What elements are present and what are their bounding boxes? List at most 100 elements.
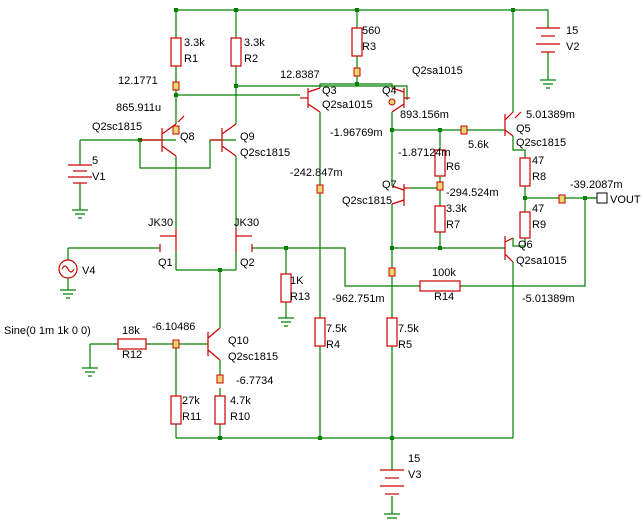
- q6-model: Q2sa1015: [516, 255, 567, 267]
- r13-ref: R13: [290, 291, 310, 303]
- r6-ref: R6: [446, 161, 460, 173]
- r12-value: 18k: [122, 325, 140, 337]
- resistor-r7: [434, 205, 446, 233]
- q5-model: Q2sc1815: [516, 137, 566, 149]
- q1-type: JK30: [148, 217, 173, 229]
- r3-ref: R3: [362, 41, 376, 53]
- r1-ref: R1: [184, 53, 198, 65]
- transistor-q8: [140, 115, 185, 157]
- battery-v2: [536, 27, 560, 75]
- voltage-probes: [172, 67, 566, 384]
- q3-model: Q2sa1015: [322, 99, 373, 111]
- node-q7-voltage: -294.524m: [446, 187, 499, 199]
- r2-value: 3.3k: [244, 37, 265, 49]
- resistor-r10: [214, 395, 226, 425]
- ground-symbols: [60, 79, 556, 519]
- node-q10e-voltage: -6.7734: [236, 375, 273, 387]
- node-vout-voltage: -39.2087m: [570, 179, 623, 191]
- v2-ref: V2: [566, 41, 579, 53]
- transistor-q10: [207, 327, 221, 361]
- battery-v3: [380, 462, 404, 495]
- q4-model: Q2sa1015: [412, 65, 463, 77]
- node-q10b-voltage: -6.10486: [152, 321, 195, 333]
- q7-ref: Q7: [382, 179, 397, 191]
- v3-ref: V3: [408, 469, 421, 481]
- r5-value: 7.5k: [398, 323, 419, 335]
- resistor-r5: [386, 317, 398, 347]
- transistor-q5: [504, 111, 522, 137]
- resistor-r8: [519, 157, 531, 187]
- r6-value: 5.6k: [468, 139, 489, 151]
- node-q4c-voltage: -1.96769m: [330, 127, 383, 139]
- r14-ref: R14: [434, 291, 454, 303]
- vout-label: VOUT: [610, 194, 641, 206]
- resistor-r3: [351, 27, 363, 57]
- resistor-r9: [519, 211, 531, 239]
- r12-ref: R12: [122, 349, 142, 361]
- q2-type: JK30: [234, 217, 259, 229]
- q2-ref: Q2: [240, 257, 255, 269]
- r2-ref: R2: [244, 53, 258, 65]
- r11-value: 27k: [182, 395, 200, 407]
- sine-source-v4: [58, 259, 78, 279]
- r8-value: 47: [532, 155, 544, 167]
- resistor-r14: [419, 280, 461, 292]
- node-q5b-voltage: 893.156m: [400, 109, 449, 121]
- r7-ref: R7: [446, 219, 460, 231]
- q7-model: Q2sc1815: [342, 195, 392, 207]
- resistor-r12: [117, 338, 147, 350]
- node-q5e-voltage: 5.01389m: [526, 109, 575, 121]
- resistor-r11: [170, 395, 182, 425]
- q8-ref: Q8: [180, 131, 195, 143]
- q5-ref: Q5: [516, 123, 531, 135]
- transistor-q9: [210, 123, 237, 157]
- r7-value: 3.3k: [446, 203, 467, 215]
- labels: 3.3k R1 3.3k R2 560 R3 15 V2 12.1771 12.…: [4, 25, 641, 481]
- r13-value: 1K: [290, 275, 304, 287]
- node-r1-voltage: 12.1771: [118, 75, 158, 87]
- r9-ref: R9: [532, 219, 546, 231]
- q3-ref: Q3: [322, 85, 337, 97]
- resistor-r13: [280, 273, 292, 303]
- transistor-q6: [504, 236, 514, 263]
- node-q8-voltage: 865.911u: [116, 102, 161, 114]
- transistor-q7: [391, 184, 410, 206]
- battery-v1: [68, 164, 92, 184]
- r8-ref: R8: [532, 171, 546, 183]
- v2-value: 15: [566, 25, 578, 37]
- transistor-q3: [300, 87, 321, 113]
- r10-value: 4.7k: [230, 395, 251, 407]
- resistor-r1: [170, 37, 182, 67]
- q10-ref: Q10: [228, 335, 249, 347]
- node-q3-voltage: 12.8387: [280, 69, 320, 81]
- v1-ref: V1: [92, 171, 105, 183]
- q9-model: Q2sc1815: [240, 147, 290, 159]
- resistor-r6: [434, 149, 446, 177]
- r1-value: 3.3k: [184, 37, 205, 49]
- v1-value: 5: [92, 155, 98, 167]
- q9-ref: Q9: [240, 131, 255, 143]
- q1-ref: Q1: [158, 257, 173, 269]
- sine-spec: Sine(0 1m 1k 0 0): [4, 325, 91, 337]
- node-q6-voltage: -5.01389m: [522, 293, 575, 305]
- r5-ref: R5: [398, 339, 412, 351]
- q4-ref: Q4: [382, 85, 397, 97]
- r3-value: 560: [362, 25, 380, 37]
- r4-value: 7.5k: [326, 323, 347, 335]
- r11-ref: R11: [182, 411, 201, 423]
- q6-ref: Q6: [518, 239, 533, 251]
- transistor-q4: [391, 87, 410, 113]
- jfet-q2: [235, 228, 253, 252]
- vout-port: [585, 192, 608, 204]
- jfet-q1: [159, 228, 177, 252]
- node-r6-voltage: -1.87124m: [398, 147, 451, 159]
- node-q3e-voltage: -242.847m: [290, 167, 343, 179]
- resistor-r4: [314, 317, 326, 347]
- q10-model: Q2sc1815: [228, 351, 278, 363]
- r9-value: 47: [532, 203, 544, 215]
- q8-model: Q2sc1815: [92, 121, 142, 133]
- wires: [67, 9, 595, 514]
- node-r5-voltage: -962.751m: [332, 293, 385, 305]
- r14-value: 100k: [432, 267, 456, 279]
